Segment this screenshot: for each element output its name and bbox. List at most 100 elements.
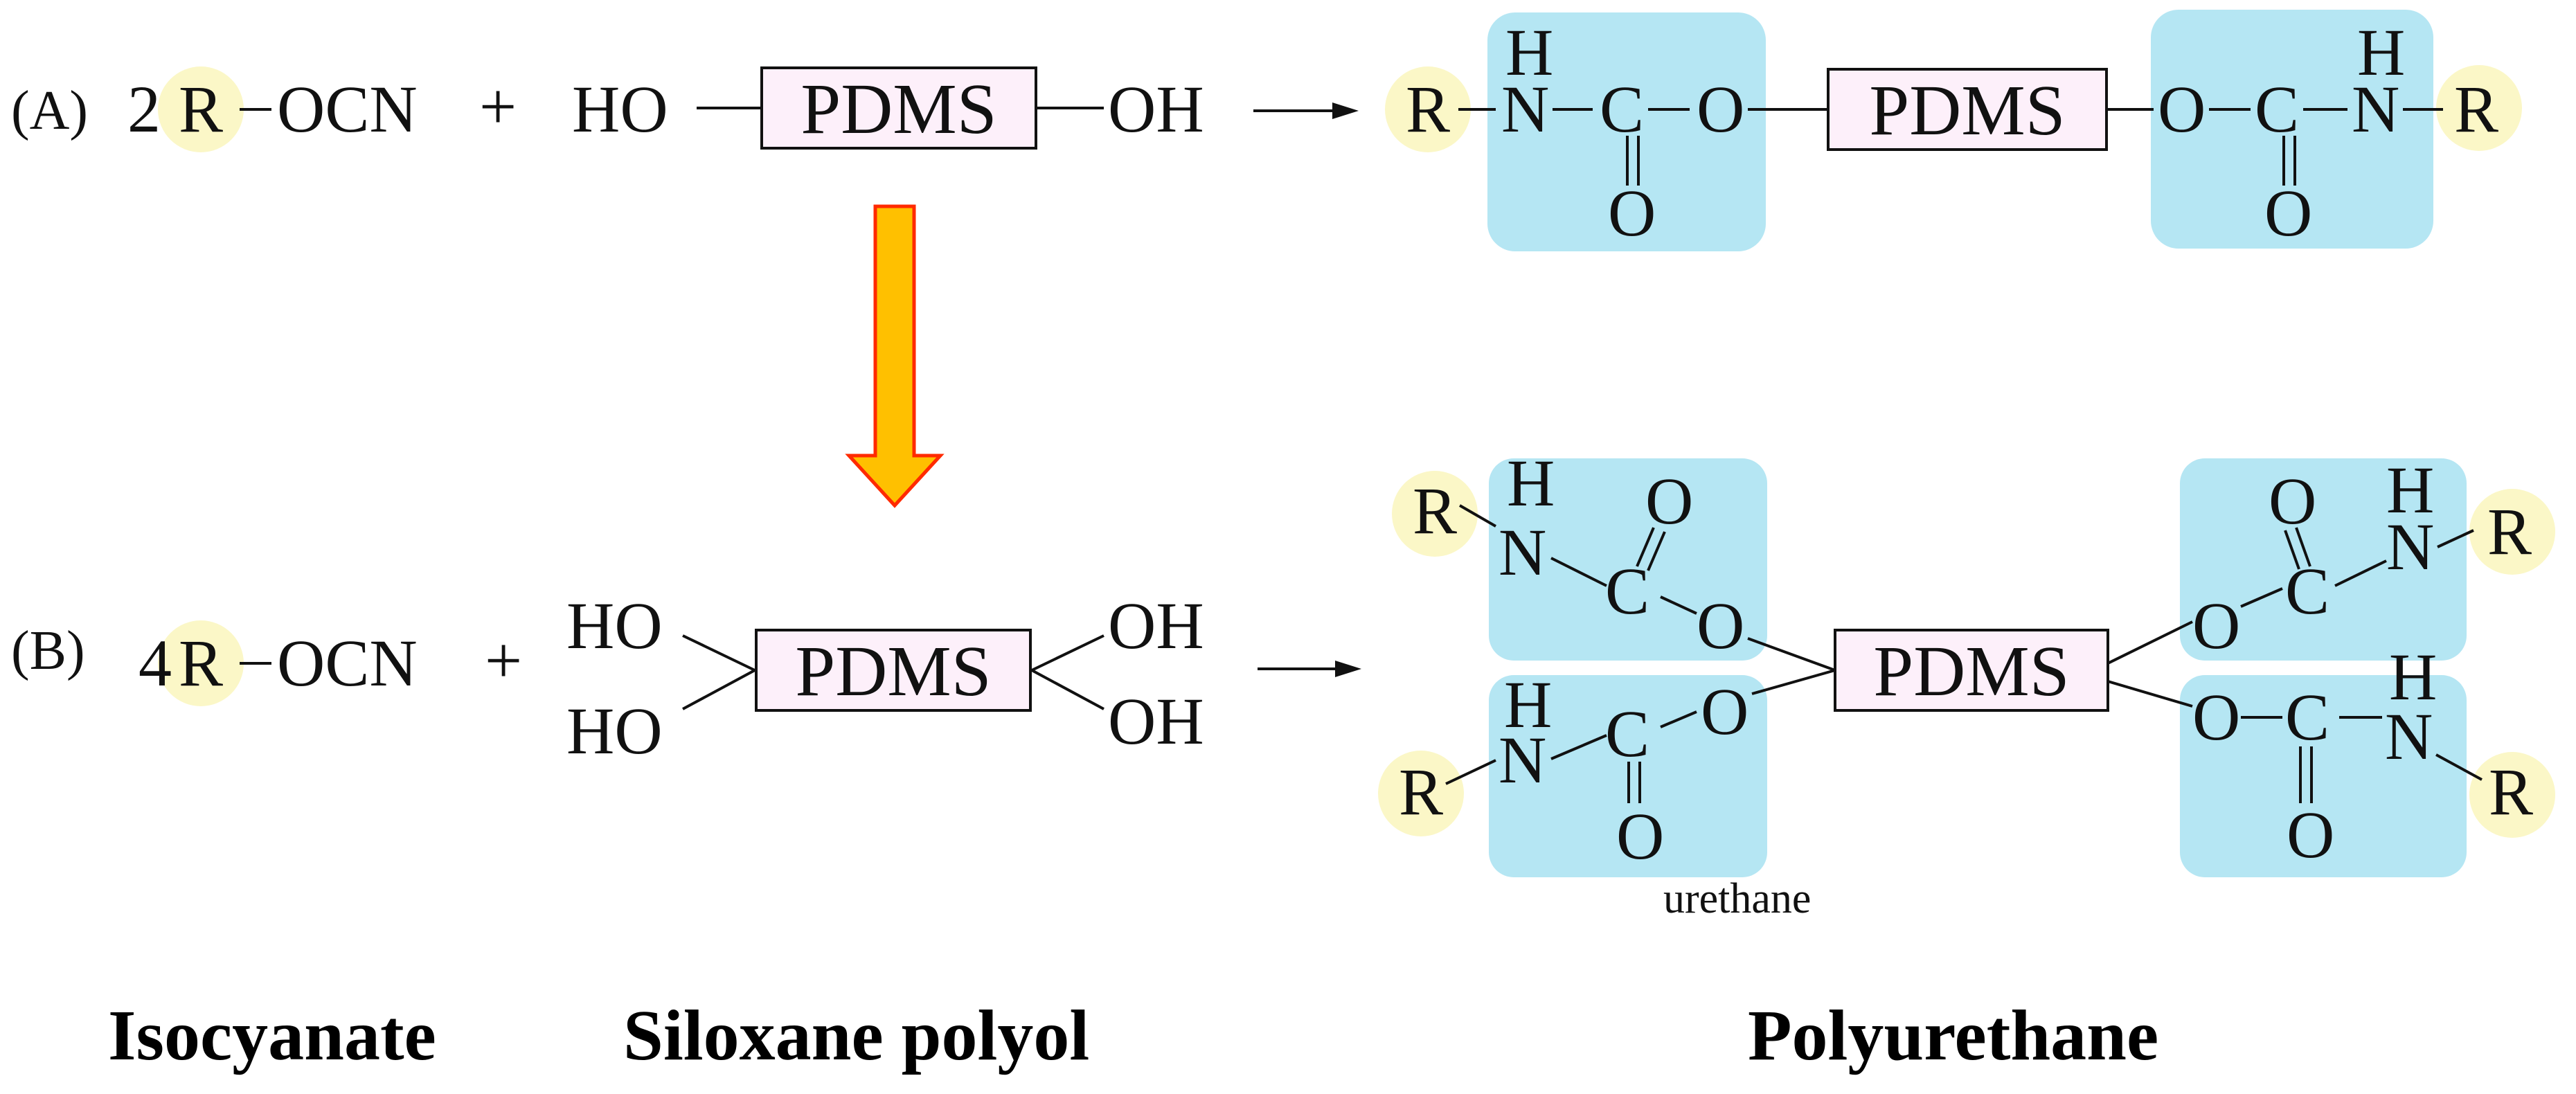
product-b-o-ester-bottom-right: O <box>2192 680 2240 754</box>
bond <box>1031 669 1104 710</box>
product-a-n-right: N <box>2352 72 2399 146</box>
product-b-c-bottom-left: C <box>1605 697 1649 771</box>
product-a-o-ester-left: O <box>1697 72 1744 146</box>
reaction-a-plus: + <box>479 69 517 143</box>
bond <box>2284 530 2300 570</box>
bond <box>1459 504 1496 528</box>
reaction-a-r-group: R <box>179 72 223 146</box>
footer-labels: Isocyanate Siloxane polyol Polyurethane <box>108 996 2158 1075</box>
product-b-n-top-left: N <box>1499 515 1546 589</box>
bond <box>2334 559 2387 587</box>
product-a-o-ester-right: O <box>2158 72 2206 146</box>
bond <box>1647 531 1666 571</box>
product-b-o-carbonyl-top-right: O <box>2269 464 2316 538</box>
product-a: R H N C O O PDMS O C O H N R <box>1406 15 2498 250</box>
product-b-o-ester-top-right: O <box>2192 589 2240 663</box>
reaction-b-hydroxyl-left-bottom: HO <box>566 694 663 768</box>
product-b-n-bottom-right: N <box>2385 699 2433 773</box>
down-arrow <box>845 204 945 508</box>
product-b-c-top-left: C <box>1605 554 1649 628</box>
reaction-b-plus: + <box>485 623 522 697</box>
product-b-c-top-right: C <box>2285 554 2329 628</box>
bond <box>1550 557 1607 587</box>
r-highlight-a-reactant <box>158 66 244 152</box>
product-b-o-ester-bottom-left: O <box>1701 674 1748 748</box>
product-b: PDMS R H N C O O R H N C O O O C O <box>1399 446 2533 922</box>
reaction-a-pdms: PDMS <box>800 69 996 149</box>
r-highlight-b-top-right <box>2469 489 2555 575</box>
product-a-n-left: N <box>1501 72 1549 146</box>
reaction-a-hydroxyl-left: HO <box>572 72 668 146</box>
reaction-a-coefficient: 2 <box>127 72 161 146</box>
product-b-n-bottom-left: N <box>1499 723 1546 797</box>
product-b-o-ester-top-left: O <box>1697 589 1744 663</box>
reaction-b-coefficient: 4 <box>138 626 172 700</box>
product-b-h-bottom-left: H <box>1504 667 1552 742</box>
product-b-h-bottom-right: H <box>2389 640 2437 714</box>
reaction-b-label: (B) <box>11 620 85 681</box>
reaction-b-hydroxyl-left-top: HO <box>566 589 663 663</box>
bond <box>1660 710 1697 728</box>
product-a-r-right: R <box>2454 72 2498 146</box>
product-b-r-top-left: R <box>1413 474 1457 548</box>
bond <box>1636 527 1655 567</box>
reaction-b-hydroxyl-right-bottom: OH <box>1108 684 1204 758</box>
product-b-h-top-right: H <box>2386 453 2434 527</box>
bond <box>682 634 755 672</box>
urethane-highlight-b-top-right <box>2180 458 2467 661</box>
bond <box>2295 527 2311 567</box>
footer-isocyanate: Isocyanate <box>108 996 436 1075</box>
reaction-b-hydroxyl-right-top: OH <box>1108 589 1204 663</box>
bond <box>2437 529 2474 548</box>
bond <box>682 669 755 710</box>
product-b-c-bottom-right: C <box>2285 680 2329 754</box>
product-b-r-top-right: R <box>2487 494 2532 568</box>
bond <box>1445 759 1496 785</box>
urethane-caption: urethane <box>1663 875 1811 922</box>
product-a-c-left: C <box>1600 72 1644 146</box>
product-a-r-left: R <box>1406 72 1450 146</box>
reaction-arrow-a-head <box>1332 102 1359 119</box>
urethane-highlight-b-bottom-right <box>2180 675 2467 877</box>
product-b-n-top-right: N <box>2386 510 2434 584</box>
reaction-b-pdms-box <box>755 629 1032 712</box>
bond <box>1751 669 1836 695</box>
product-b-pdms: PDMS <box>1873 631 2069 711</box>
r-highlight-a-product-right <box>2436 65 2522 151</box>
reaction-b-r-group: R <box>179 626 223 700</box>
bond <box>1550 734 1607 760</box>
footer-siloxane-polyol: Siloxane polyol <box>623 996 1089 1075</box>
r-highlight-b-bottom-left <box>1378 751 1464 836</box>
bond <box>2107 620 2193 665</box>
product-a-h-left: H <box>1505 15 1553 89</box>
bond <box>1031 634 1104 672</box>
reaction-arrow-b-head <box>1335 661 1361 677</box>
reaction-b-isocyanate: OCN <box>277 626 418 700</box>
r-highlight-b-reactant <box>158 620 244 706</box>
r-highlight-b-bottom-right <box>2469 752 2555 838</box>
product-b-o-carbonyl-top-left: O <box>1645 464 1693 538</box>
bond <box>1747 637 1836 672</box>
product-a-pdms: PDMS <box>1869 71 2065 150</box>
reaction-b: (B) 4 R OCN + HO HO PDMS OH OH <box>11 589 1361 768</box>
reaction-b-pdms: PDMS <box>795 631 991 711</box>
product-b-pdms-box <box>1834 629 2109 712</box>
footer-polyurethane: Polyurethane <box>1748 996 2158 1075</box>
product-b-h-top-left: H <box>1507 446 1555 520</box>
reaction-a-hydroxyl-right: OH <box>1108 72 1204 146</box>
product-b-o-carbonyl-bottom-left: O <box>1616 799 1664 873</box>
product-a-o-carbonyl-left: O <box>1608 176 1656 250</box>
bond <box>2435 753 2483 781</box>
product-a-pdms-box <box>1827 68 2108 151</box>
reaction-a-isocyanate: OCN <box>277 72 418 146</box>
r-highlight-a-product-left <box>1385 66 1471 152</box>
product-a-c-right: C <box>2255 72 2299 146</box>
reaction-a: (A) 2 R OCN + HO PDMS OH <box>11 66 1359 150</box>
urethane-highlight-a-right <box>2151 10 2433 249</box>
product-b-r-bottom-left: R <box>1399 755 1443 829</box>
urethane-highlight-b-top-left <box>1489 458 1767 661</box>
urethane-highlight-a-left <box>1487 12 1766 251</box>
reaction-a-label: (A) <box>11 80 88 141</box>
bond <box>2240 587 2283 608</box>
